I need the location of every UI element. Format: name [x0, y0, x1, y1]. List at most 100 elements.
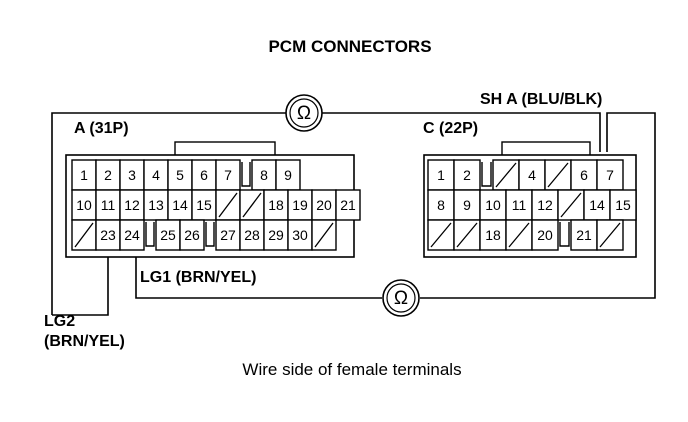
ohmmeter-bottom-icon: Ω: [382, 279, 420, 317]
connector-c-unused-pin-hatch: [456, 222, 478, 248]
top-meter-wire: [51, 112, 286, 315]
diagram-title: PCM CONNECTORS: [268, 37, 431, 56]
connector-c-pin-cell: [427, 189, 455, 221]
bottom-meter-wire-right: [420, 112, 656, 299]
connector-c-pin-number: 2: [463, 167, 471, 183]
connector-a-pin-number: 7: [224, 167, 232, 183]
ohm-symbol-bottom: Ω: [394, 288, 408, 309]
connector-a-pin-number: 12: [124, 197, 140, 213]
connector-c-pin-cell: [583, 189, 611, 221]
connector-c-pin-number: 11: [512, 197, 527, 213]
connector-a-unused-pin-hatch: [242, 192, 262, 218]
connector-a-unused-pin-hatch: [218, 192, 238, 218]
connector-c-pin-number: 10: [485, 197, 501, 213]
connector-c-pin-number: 14: [589, 197, 605, 213]
sh-a-wire-label: SH A (BLU/BLK): [480, 91, 602, 108]
connector-c-pin-number: 12: [537, 197, 553, 213]
connector-a-pin-number: 5: [176, 167, 184, 183]
connector-a-pin-number: 28: [244, 227, 260, 243]
connector-a-pin-number: 18: [268, 197, 284, 213]
connector-a-pin-cell: [95, 219, 121, 251]
connector-c-pin-cell: [570, 219, 598, 251]
connector-c-label: C (22P): [423, 120, 478, 137]
connector-a-pin-cell: [275, 159, 301, 191]
connector-a-pin-number: 1: [80, 167, 88, 183]
connector-c-unused-pin-hatch: [508, 222, 530, 248]
connector-c-pin-number: 1: [437, 167, 445, 183]
connector-a-unused-pin-hatch: [74, 222, 94, 248]
connector-a-pin-number: 23: [100, 227, 116, 243]
connector-c-pin-number: 20: [537, 227, 553, 243]
connector-a-pin-cell: [95, 189, 121, 221]
top-meter-wire-right: [322, 112, 601, 152]
connector-a-pin-number: 21: [340, 197, 356, 213]
connector-a-pin-number: 6: [200, 167, 208, 183]
connector-a-pin-number: 14: [172, 197, 188, 213]
connector-c-pin-number: 15: [615, 197, 631, 213]
diagram-caption: Wire side of female terminals: [242, 360, 461, 379]
bottom-meter-wire-left: [135, 254, 382, 299]
connector-a-pin-number: 4: [152, 167, 160, 183]
connector-c-unused-pin-hatch: [547, 162, 569, 188]
connector-a-label: A (31P): [74, 120, 129, 137]
connector-a-pin-number: 30: [292, 227, 308, 243]
connector-a-pin-number: 24: [124, 227, 140, 243]
connector-c-key-slot: [481, 162, 492, 187]
connector-c-pin-cell: [518, 159, 546, 191]
connector-a-pin-number: 20: [316, 197, 332, 213]
connector-a-pin-number: 27: [220, 227, 236, 243]
connector-c-pin-number: 4: [528, 167, 536, 183]
connector-a-pin-number: 2: [104, 167, 112, 183]
lg1-wire-label: LG1 (BRN/YEL): [140, 269, 256, 286]
connector-a-pin-number: 3: [128, 167, 136, 183]
connector-c-pin-number: 21: [576, 227, 592, 243]
connector-c-pin-cell: [531, 219, 559, 251]
connector-a-pin-number: 9: [284, 167, 292, 183]
connector-a-key-slot: [205, 222, 215, 247]
connector-a-pin-cell: [167, 189, 193, 221]
connector-c-pin-number: 6: [580, 167, 588, 183]
connector-a-pin-cell: [179, 219, 205, 251]
connector-a-key-slot: [241, 162, 251, 187]
connector-a-pin-cell: [287, 189, 313, 221]
ohm-symbol-top: Ω: [297, 103, 311, 124]
connector-a-pin-number: 15: [196, 197, 212, 213]
connector-a-pin-cell: [71, 159, 97, 191]
connector-a-pin-number: 19: [292, 197, 308, 213]
connector-a-pin-cell: [119, 189, 145, 221]
connector-c-pin-cell: [596, 159, 624, 191]
connector-a-pin-cell: [263, 219, 289, 251]
connector-c-unused-pin-hatch: [599, 222, 621, 248]
connector-a-pin-number: 13: [148, 197, 164, 213]
connector-a-tab: [174, 141, 276, 157]
connector-a-key-slot: [145, 222, 155, 247]
connector-c-pin-cell: [479, 219, 507, 251]
connector-a-pin-number: 26: [184, 227, 200, 243]
connector-c-pin-cell: [570, 159, 598, 191]
lg2-wire-color-label: (BRN/YEL): [44, 333, 125, 350]
connector-a-pin-cell: [287, 219, 313, 251]
connector-c-pin-cell: [453, 159, 481, 191]
connector-a-pin-cell: [191, 159, 217, 191]
connector-a-pin-cell: [335, 189, 361, 221]
connector-a-pin-number: 8: [260, 167, 268, 183]
connector-a-pin-cell: [251, 159, 277, 191]
lg2-wire-label: LG2: [44, 313, 75, 330]
connector-c-tab: [501, 141, 591, 157]
connector-a-pin-number: 29: [268, 227, 284, 243]
connector-a-pin-number: 10: [76, 197, 92, 213]
lg2-wire: [52, 254, 109, 316]
connector-a-pin-cell: [215, 219, 241, 251]
connector-c-pin-number: 9: [463, 197, 471, 213]
connector-a-pin-cell: [155, 219, 181, 251]
connector-a-unused-pin-hatch: [314, 222, 334, 248]
connector-c-unused-pin-hatch: [560, 192, 582, 218]
connector-a-pin-number: 25: [160, 227, 176, 243]
connector-c-pin-number: 18: [485, 227, 501, 243]
connector-c-pin-number: 7: [606, 167, 614, 183]
connector-c-pin-cell: [609, 189, 637, 221]
ohmmeter-top-icon: Ω: [285, 94, 323, 132]
